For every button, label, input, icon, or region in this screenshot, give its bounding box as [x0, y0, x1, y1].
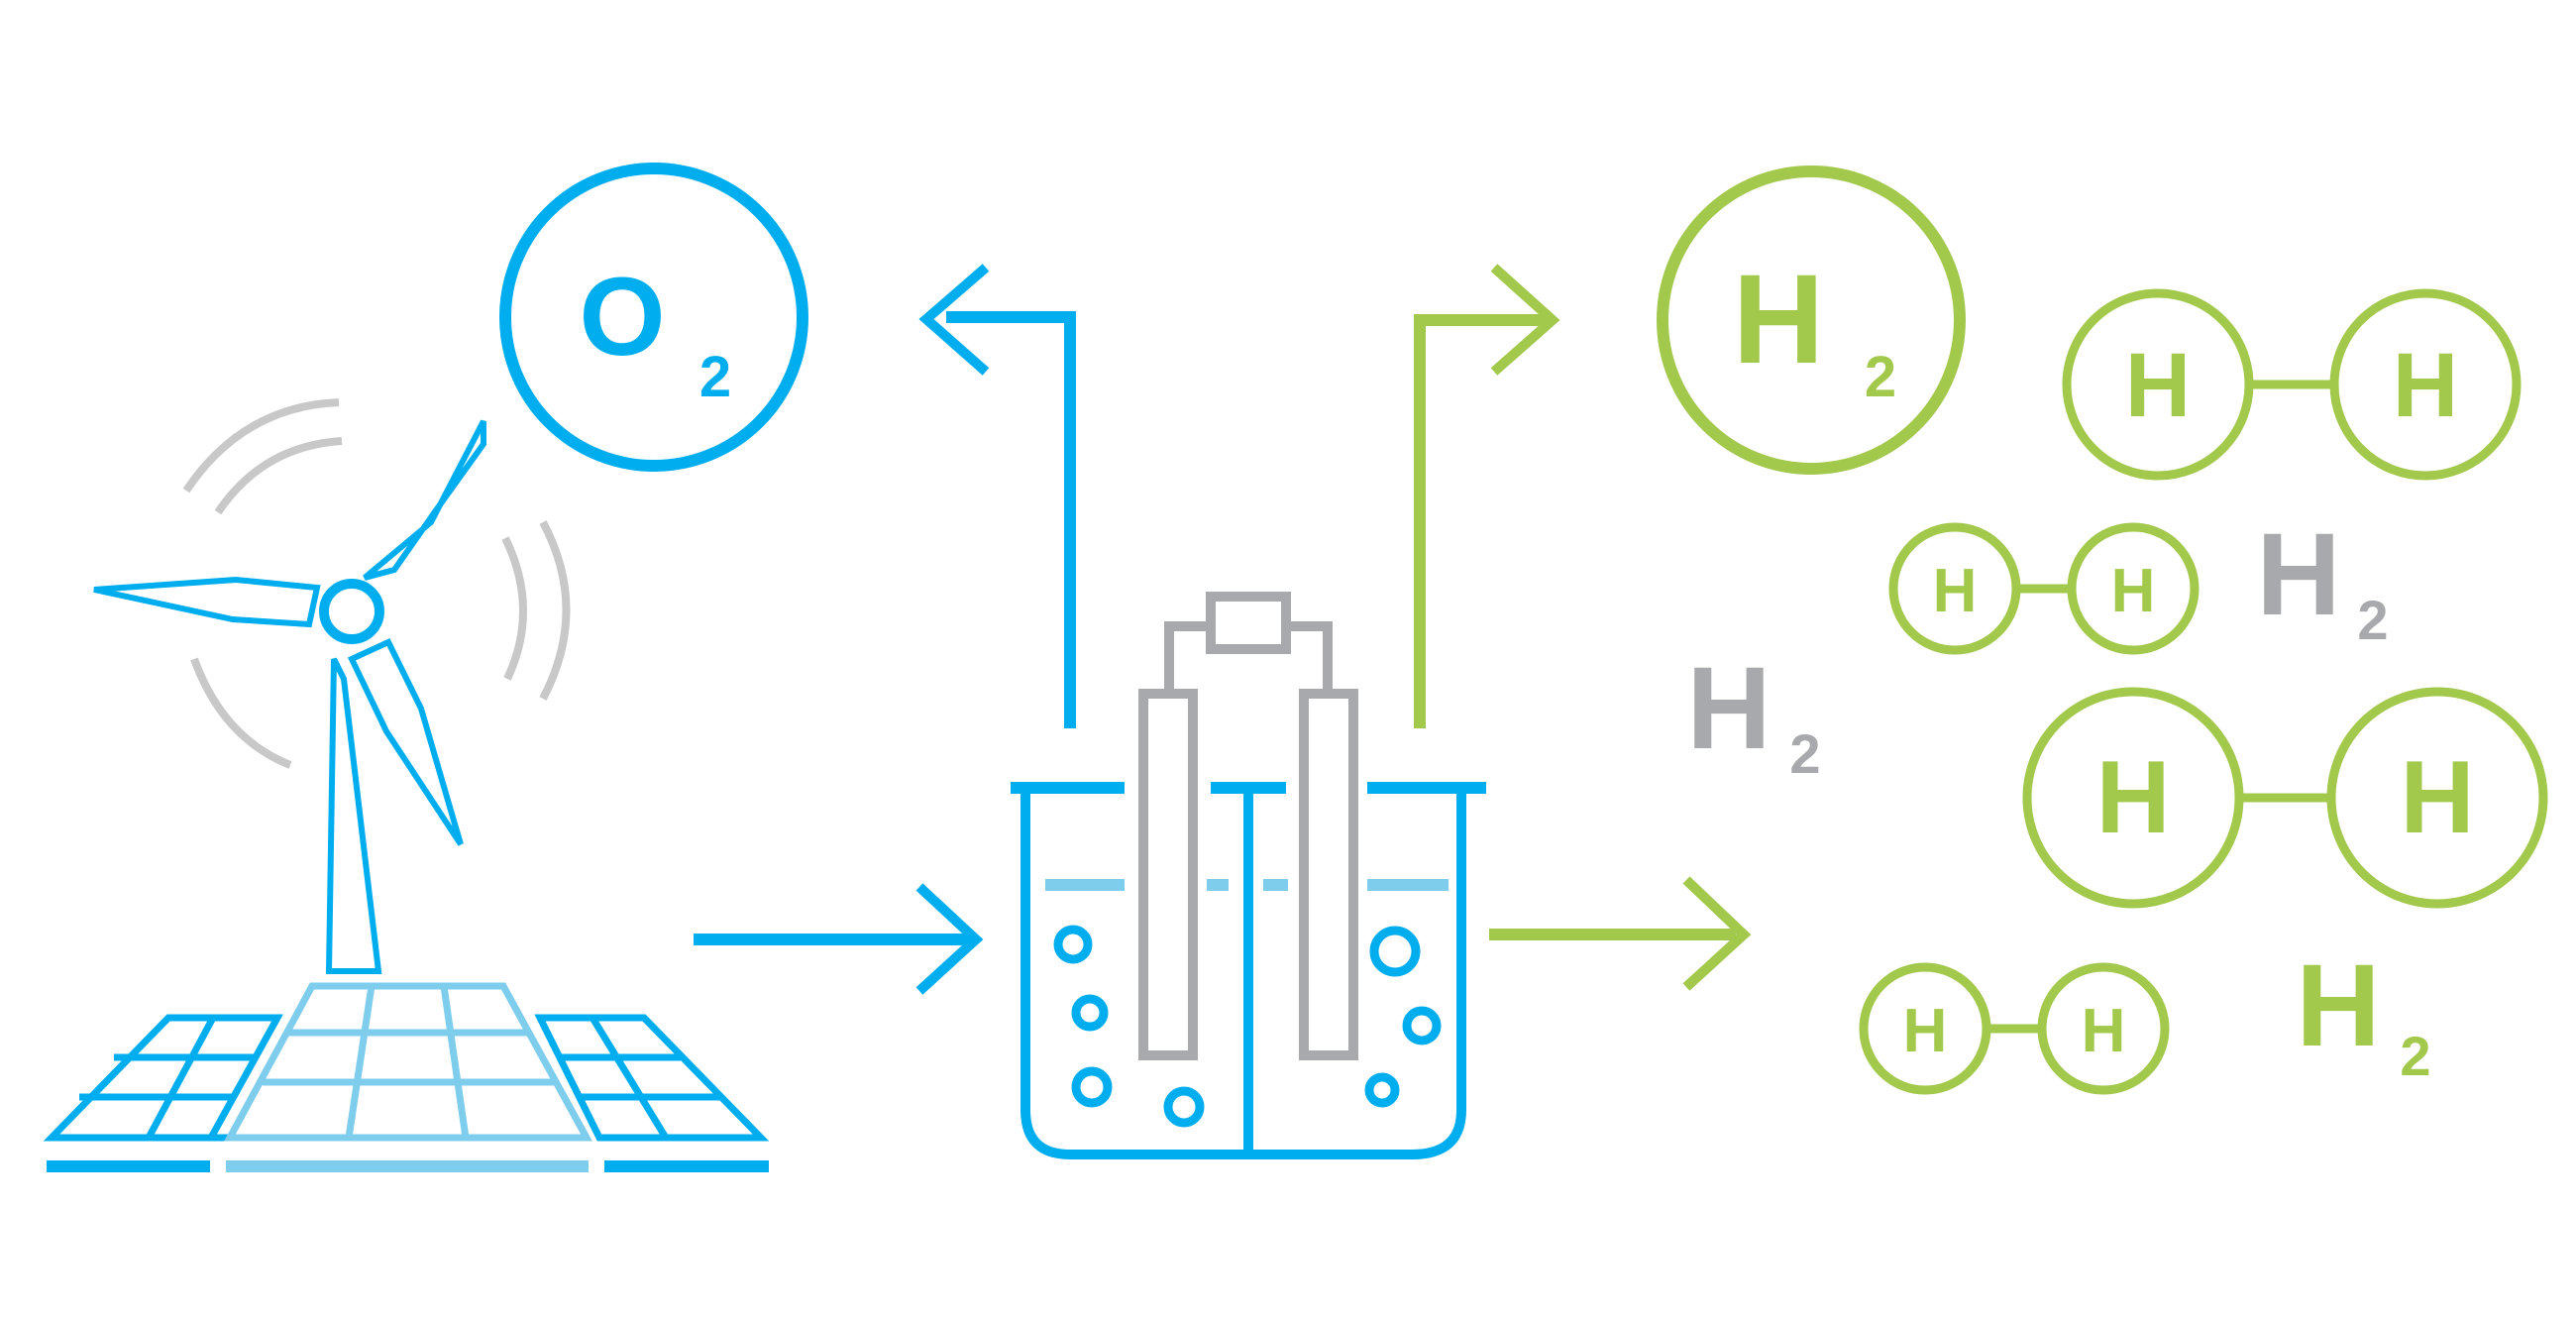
turbine-hub [319, 579, 384, 644]
wind-arc [214, 437, 343, 515]
bubble [1364, 1072, 1400, 1108]
hydrogen-outlet-arrow [1414, 264, 1560, 728]
wind-arc [501, 536, 527, 681]
solar-panel-center [224, 982, 592, 1142]
bubble [1071, 994, 1109, 1032]
electrolyzer-icon [1011, 592, 1486, 1159]
electrolyzer-tank [1011, 782, 1486, 1159]
turbine-blade-up [363, 419, 486, 581]
oxygen-outlet-arrow [918, 264, 1076, 728]
hydrogen-atom-label: H [1933, 557, 1978, 625]
bubble [1071, 1066, 1113, 1108]
hydrogen-molecule-icon: H H [2062, 288, 2522, 481]
wind-arc [182, 398, 340, 494]
oxygen-molecule-icon: O 2 [499, 163, 808, 472]
arrow-icon [694, 883, 984, 995]
bubble [1053, 925, 1093, 964]
hydrogen-subscript-label: 2 [1789, 722, 1820, 785]
hydrogen-element-label: H [1686, 643, 1771, 774]
hydrogen-output-arrow [1489, 876, 1752, 991]
hydrogen-atom-label: H [2082, 997, 2126, 1065]
electrodes [1138, 592, 1358, 1060]
turbine-blade-left [93, 576, 321, 628]
hydrogen-molecule-icon: H H [1888, 522, 2200, 655]
bubbles [1053, 925, 1442, 1128]
hydrogen-atom-label: H [2400, 740, 2474, 855]
hydrogen-molecule-icon: H H [2022, 687, 2548, 909]
wind-arc [539, 520, 571, 701]
hydrogen-element-label: H [2256, 509, 2340, 640]
solar-panel-icon [43, 982, 770, 1172]
wind-arc [190, 657, 292, 769]
hydrogen-subscript-label: 2 [2400, 1025, 2430, 1087]
hydrogen-formula-label: H 2 [2296, 940, 2430, 1087]
hydrogen-formula-label: H 2 [2256, 509, 2388, 651]
hydrogen-element-label: H [2296, 940, 2380, 1071]
solar-panel-right [534, 1014, 770, 1142]
hydrogen-atom-label: H [2095, 740, 2170, 855]
oxygen-element-label: O [579, 255, 665, 379]
wind-turbine-icon [93, 419, 486, 974]
bubble [1369, 926, 1421, 977]
wind-arcs [182, 398, 571, 769]
hydrogen-subscript-label: 2 [1865, 345, 1896, 409]
hydrogen-atom-label: H [2111, 557, 2156, 625]
hydrogen-subscript-label: 2 [2357, 589, 2388, 651]
bubble [1163, 1086, 1205, 1128]
bubble [1402, 1006, 1442, 1045]
hydrogen-atom-label: H [2125, 335, 2191, 436]
hydrogen-molecule-icon: H 2 [1657, 165, 1966, 475]
hydrogen-molecule-icon: H H [1859, 962, 2170, 1095]
oxygen-subscript-label: 2 [699, 345, 731, 409]
hydrogen-atom-label: H [2393, 335, 2458, 436]
hydrogen-atom-label: H [1903, 997, 1948, 1065]
hydrogen-element-label: H [1733, 249, 1824, 390]
solar-panel-left [43, 1014, 283, 1142]
turbine-tower [325, 657, 382, 974]
turbine-blade-down [347, 638, 464, 846]
hydrogen-formula-label: H 2 [1686, 643, 1820, 785]
